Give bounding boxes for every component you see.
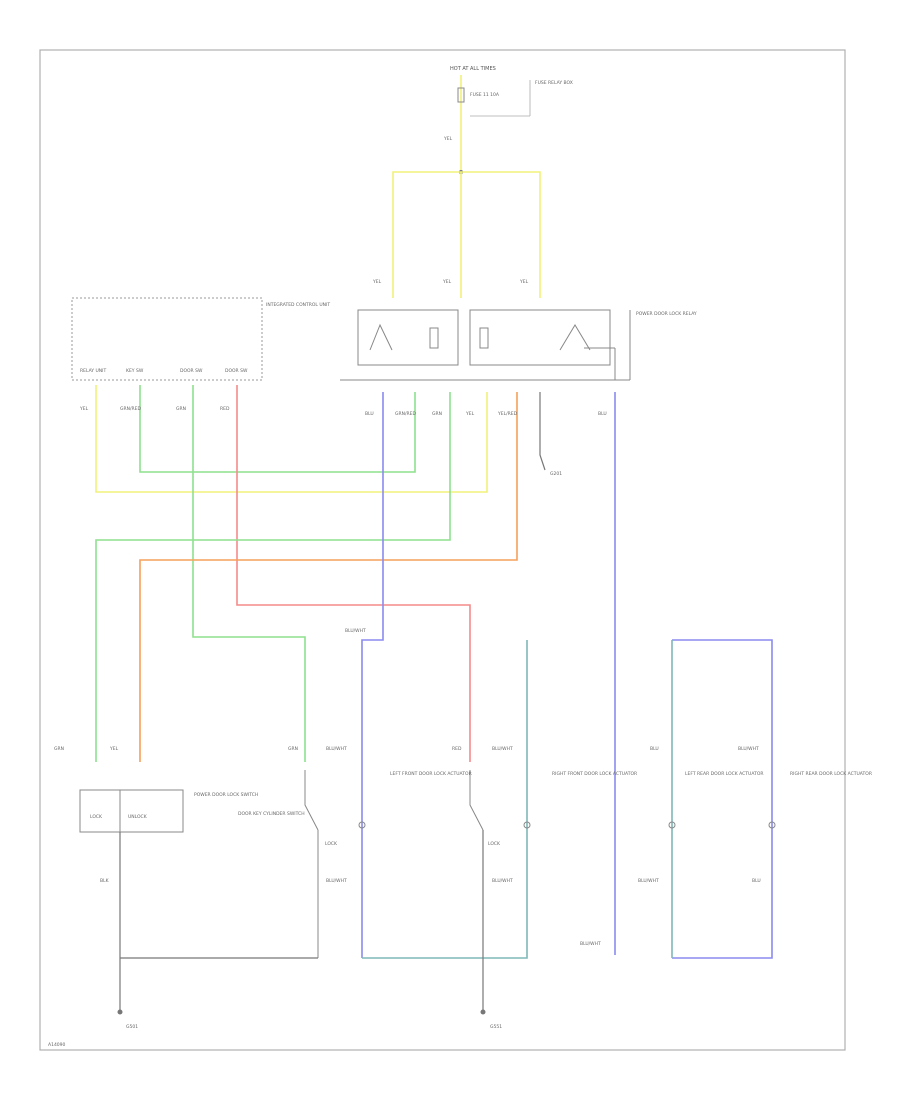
terminal-c-label: DOOR SW bbox=[180, 368, 203, 374]
fuse-box-label: FUSE RELAY BOX bbox=[535, 80, 573, 86]
lr-wire-bottom: BLU/WHT bbox=[638, 878, 659, 884]
rr-wire-bottom: BLU bbox=[752, 878, 761, 884]
terminal-d-label: DOOR SW bbox=[225, 368, 248, 374]
relay-wire-label-grn: GRN bbox=[432, 411, 442, 417]
wire-label-red: RED bbox=[220, 406, 230, 412]
front-actuator-wires: BLU/WHT bbox=[345, 628, 528, 959]
relay-feed-wires: YEL YEL YEL bbox=[372, 171, 541, 298]
hot-at-all-times-label: HOT AT ALL TIMES bbox=[450, 66, 496, 72]
feed-wire-color-label: YEL bbox=[443, 136, 453, 142]
rr-wire-top: BLU/WHT bbox=[738, 746, 759, 752]
lf-actuator-wire-bottom: BLU/WHT bbox=[326, 878, 347, 884]
key-cylinder-lock: LOCK bbox=[325, 841, 338, 847]
rf-wire-red: RED bbox=[452, 746, 462, 752]
rear-feed-label: BLU/WHT bbox=[580, 941, 601, 947]
integrated-control-unit: INTEGRATED CONTROL UNIT RELAY UNIT KEY S… bbox=[71, 297, 330, 381]
key-cylinder-wire: GRN bbox=[288, 746, 298, 752]
switch-wire-yel: YEL bbox=[109, 746, 119, 752]
relay-left-box bbox=[357, 309, 459, 366]
relay-feed-label-1: YEL bbox=[372, 279, 382, 285]
relay-wire-label-blu-2: BLU bbox=[598, 411, 607, 417]
power-feed: HOT AT ALL TIMES FUSE 11 10A FUSE RELAY … bbox=[443, 66, 573, 174]
switch-wire-blk: BLK bbox=[100, 878, 110, 884]
ground-left-label: G501 bbox=[126, 1024, 138, 1030]
grounds: G501 G551 bbox=[117, 1009, 502, 1030]
rf-actuator-label: RIGHT FRONT DOOR LOCK ACTUATOR bbox=[552, 771, 637, 777]
footer-code: A14090 bbox=[48, 1042, 66, 1048]
door-lock-relay: POWER DOOR LOCK RELAY bbox=[340, 309, 697, 381]
fuse-symbol bbox=[457, 87, 465, 103]
ground-right-label: G551 bbox=[490, 1024, 502, 1030]
lf-wire-label: BLU/WHT bbox=[345, 628, 366, 634]
relay-wire-label-blu: BLU bbox=[365, 411, 374, 417]
rf-door-lock-actuator: LOCK RIGHT FRONT DOOR LOCK ACTUATOR RED … bbox=[452, 746, 637, 1010]
relay-right-box bbox=[469, 309, 611, 366]
switch-unlock-label: UNLOCK bbox=[128, 814, 148, 820]
rf-wire-bottom: BLU/WHT bbox=[492, 878, 513, 884]
lr-wire-top: BLU bbox=[650, 746, 659, 752]
lf-actuator-label: LEFT FRONT DOOR LOCK ACTUATOR bbox=[390, 771, 472, 777]
relay-ground-label: G201 bbox=[550, 471, 562, 477]
switch-lock-label: LOCK bbox=[90, 814, 103, 820]
diagram-frame bbox=[39, 49, 846, 1051]
relay-feed-label-3: YEL bbox=[519, 279, 529, 285]
door-lock-switch-box bbox=[79, 789, 184, 833]
rear-door-lock-actuators: LEFT REAR DOOR LOCK ACTUATOR RIGHT REAR … bbox=[580, 746, 872, 947]
key-cylinder-label: DOOR KEY CYLINDER SWITCH bbox=[238, 811, 305, 817]
terminal-a-label: RELAY UNIT bbox=[80, 368, 106, 374]
rf-wire-blu: BLU/WHT bbox=[492, 746, 513, 752]
power-door-lock-switch: LOCK UNLOCK POWER DOOR LOCK SWITCH GRN Y… bbox=[54, 746, 258, 1010]
rf-switch-lock: LOCK bbox=[488, 841, 501, 847]
key-cylinder-switch: DOOR KEY CYLINDER SWITCH LOCK GRN bbox=[120, 746, 338, 959]
relay-wire-label-grn-red: GRN/RED bbox=[395, 411, 416, 417]
lr-actuator-label: LEFT REAR DOOR LOCK ACTUATOR bbox=[685, 771, 764, 777]
relay-feed-label-2: YEL bbox=[442, 279, 452, 285]
terminal-b-label: KEY SW bbox=[126, 368, 144, 374]
switch-wire-grn: GRN bbox=[54, 746, 64, 752]
wire-label-grn: GRN bbox=[176, 406, 186, 412]
rr-actuator-label: RIGHT REAR DOOR LOCK ACTUATOR bbox=[790, 771, 872, 777]
lf-door-lock-actuator: LEFT FRONT DOOR LOCK ACTUATOR BLU/WHT BL… bbox=[326, 746, 472, 884]
wire-label-grn-red: GRN/RED bbox=[120, 406, 141, 412]
wire-label-yel: YEL bbox=[79, 406, 89, 412]
relay-wire-label-yel: YEL bbox=[465, 411, 475, 417]
harness-wires: G201 YEL GRN/RED GRN RED BLU GRN/RED GRN… bbox=[79, 385, 616, 955]
lf-actuator-wire-top: BLU/WHT bbox=[326, 746, 347, 752]
rear-actuator-wires bbox=[671, 639, 773, 959]
fuse-label: FUSE 11 10A bbox=[470, 92, 500, 98]
control-unit-label: INTEGRATED CONTROL UNIT bbox=[266, 302, 330, 308]
relay-wire-label-yel-red: YEL/RED bbox=[497, 411, 518, 417]
relay-label: POWER DOOR LOCK RELAY bbox=[636, 311, 697, 317]
door-lock-switch-label: POWER DOOR LOCK SWITCH bbox=[194, 792, 258, 798]
